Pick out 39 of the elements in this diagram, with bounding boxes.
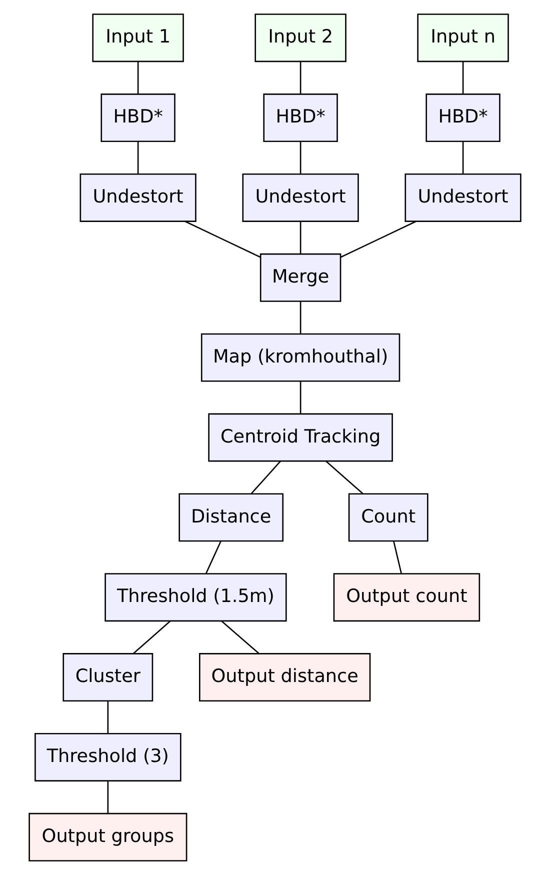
node-box: Cluster [62,652,154,702]
node-box: Input n [417,13,509,62]
node-box: Map (kromhouthal) [200,332,400,382]
node-box: Centroid Tracking [208,412,393,462]
connector [326,460,364,494]
connector [462,61,464,94]
node-box: Undestort [80,172,196,222]
connector [137,140,139,174]
connector [462,140,464,174]
connector [300,61,302,94]
connector [250,460,281,494]
connector [107,780,109,813]
node-box: Undestort [242,172,359,222]
node-box: Merge [260,252,342,302]
connector [300,380,302,414]
node-box: Output groups [28,812,188,861]
node-box: Distance [178,492,284,542]
node-box: HBD* [100,93,176,142]
connector [221,620,260,654]
node-box: HBD* [263,93,338,142]
node-box: Threshold (1.5m) [104,572,287,622]
connector [107,700,109,733]
node-box: Undestort [404,172,522,222]
node-box: Input 2 [254,13,346,62]
connector [137,61,139,94]
node-box: Output count [333,572,480,622]
node-box: Threshold (3) [34,732,182,781]
connector [300,220,302,254]
connector [184,220,261,258]
connector [133,620,171,654]
node-box: Input 1 [92,13,184,62]
connector [205,540,222,574]
connector [393,540,402,574]
connector [300,140,302,174]
connector [300,300,302,334]
connector [340,220,416,258]
node-box: Output distance [199,652,371,702]
node-box: HBD* [426,93,500,142]
node-box: Count [348,492,428,542]
